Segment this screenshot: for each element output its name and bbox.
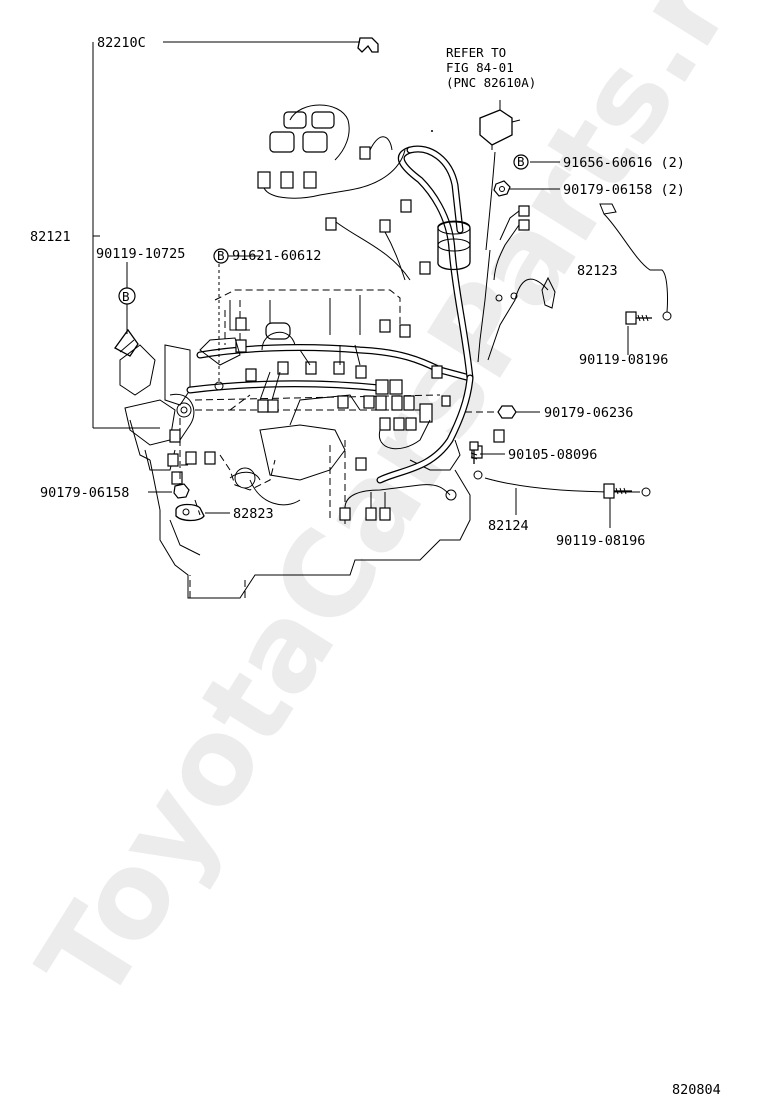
label-91621-60612: 91621-60612 <box>232 248 321 264</box>
bolt-marker-b: B <box>217 248 225 263</box>
callout-lines <box>92 41 672 528</box>
refer-note-line3: (PNC 82610A) <box>446 75 536 90</box>
bolt-marker-b: B <box>517 154 525 169</box>
refer-note-line2: FIG 84-01 <box>446 60 514 75</box>
connectors <box>167 104 556 521</box>
label-90119-10725: 90119-10725 <box>96 246 185 262</box>
label-90105-08096: 90105-08096 <box>508 447 597 463</box>
label-82123: 82123 <box>577 263 618 279</box>
label-90119-08196-a: 90119-08196 <box>579 352 668 368</box>
label-82823: 82823 <box>233 506 274 522</box>
label-91656-60616: 91656-60616 (2) <box>563 155 685 171</box>
label-90179-06236: 90179-06236 <box>544 405 633 421</box>
label-90179-06158-2: 90179-06158 (2) <box>563 182 685 198</box>
figure-number: 820804 <box>672 1082 721 1098</box>
left-bracket <box>114 328 139 357</box>
refer-note-line1: REFER TO <box>446 45 506 60</box>
hardware-parts <box>118 130 652 522</box>
bolt-marker-b: B <box>122 289 130 304</box>
relay-connector <box>479 100 521 251</box>
label-90119-08196-b: 90119-08196 <box>556 533 645 549</box>
label-82210C: 82210C <box>97 35 146 51</box>
label-82124: 82124 <box>488 518 529 534</box>
bolt-markers: B B B <box>122 154 525 304</box>
label-82121: 82121 <box>30 229 71 245</box>
grommet <box>437 220 471 271</box>
clamp-82210C <box>357 37 379 53</box>
part-labels: 82210C 82121 90119-10725 91621-60612 REF… <box>30 35 721 1098</box>
label-90179-06158: 90179-06158 <box>40 485 129 501</box>
